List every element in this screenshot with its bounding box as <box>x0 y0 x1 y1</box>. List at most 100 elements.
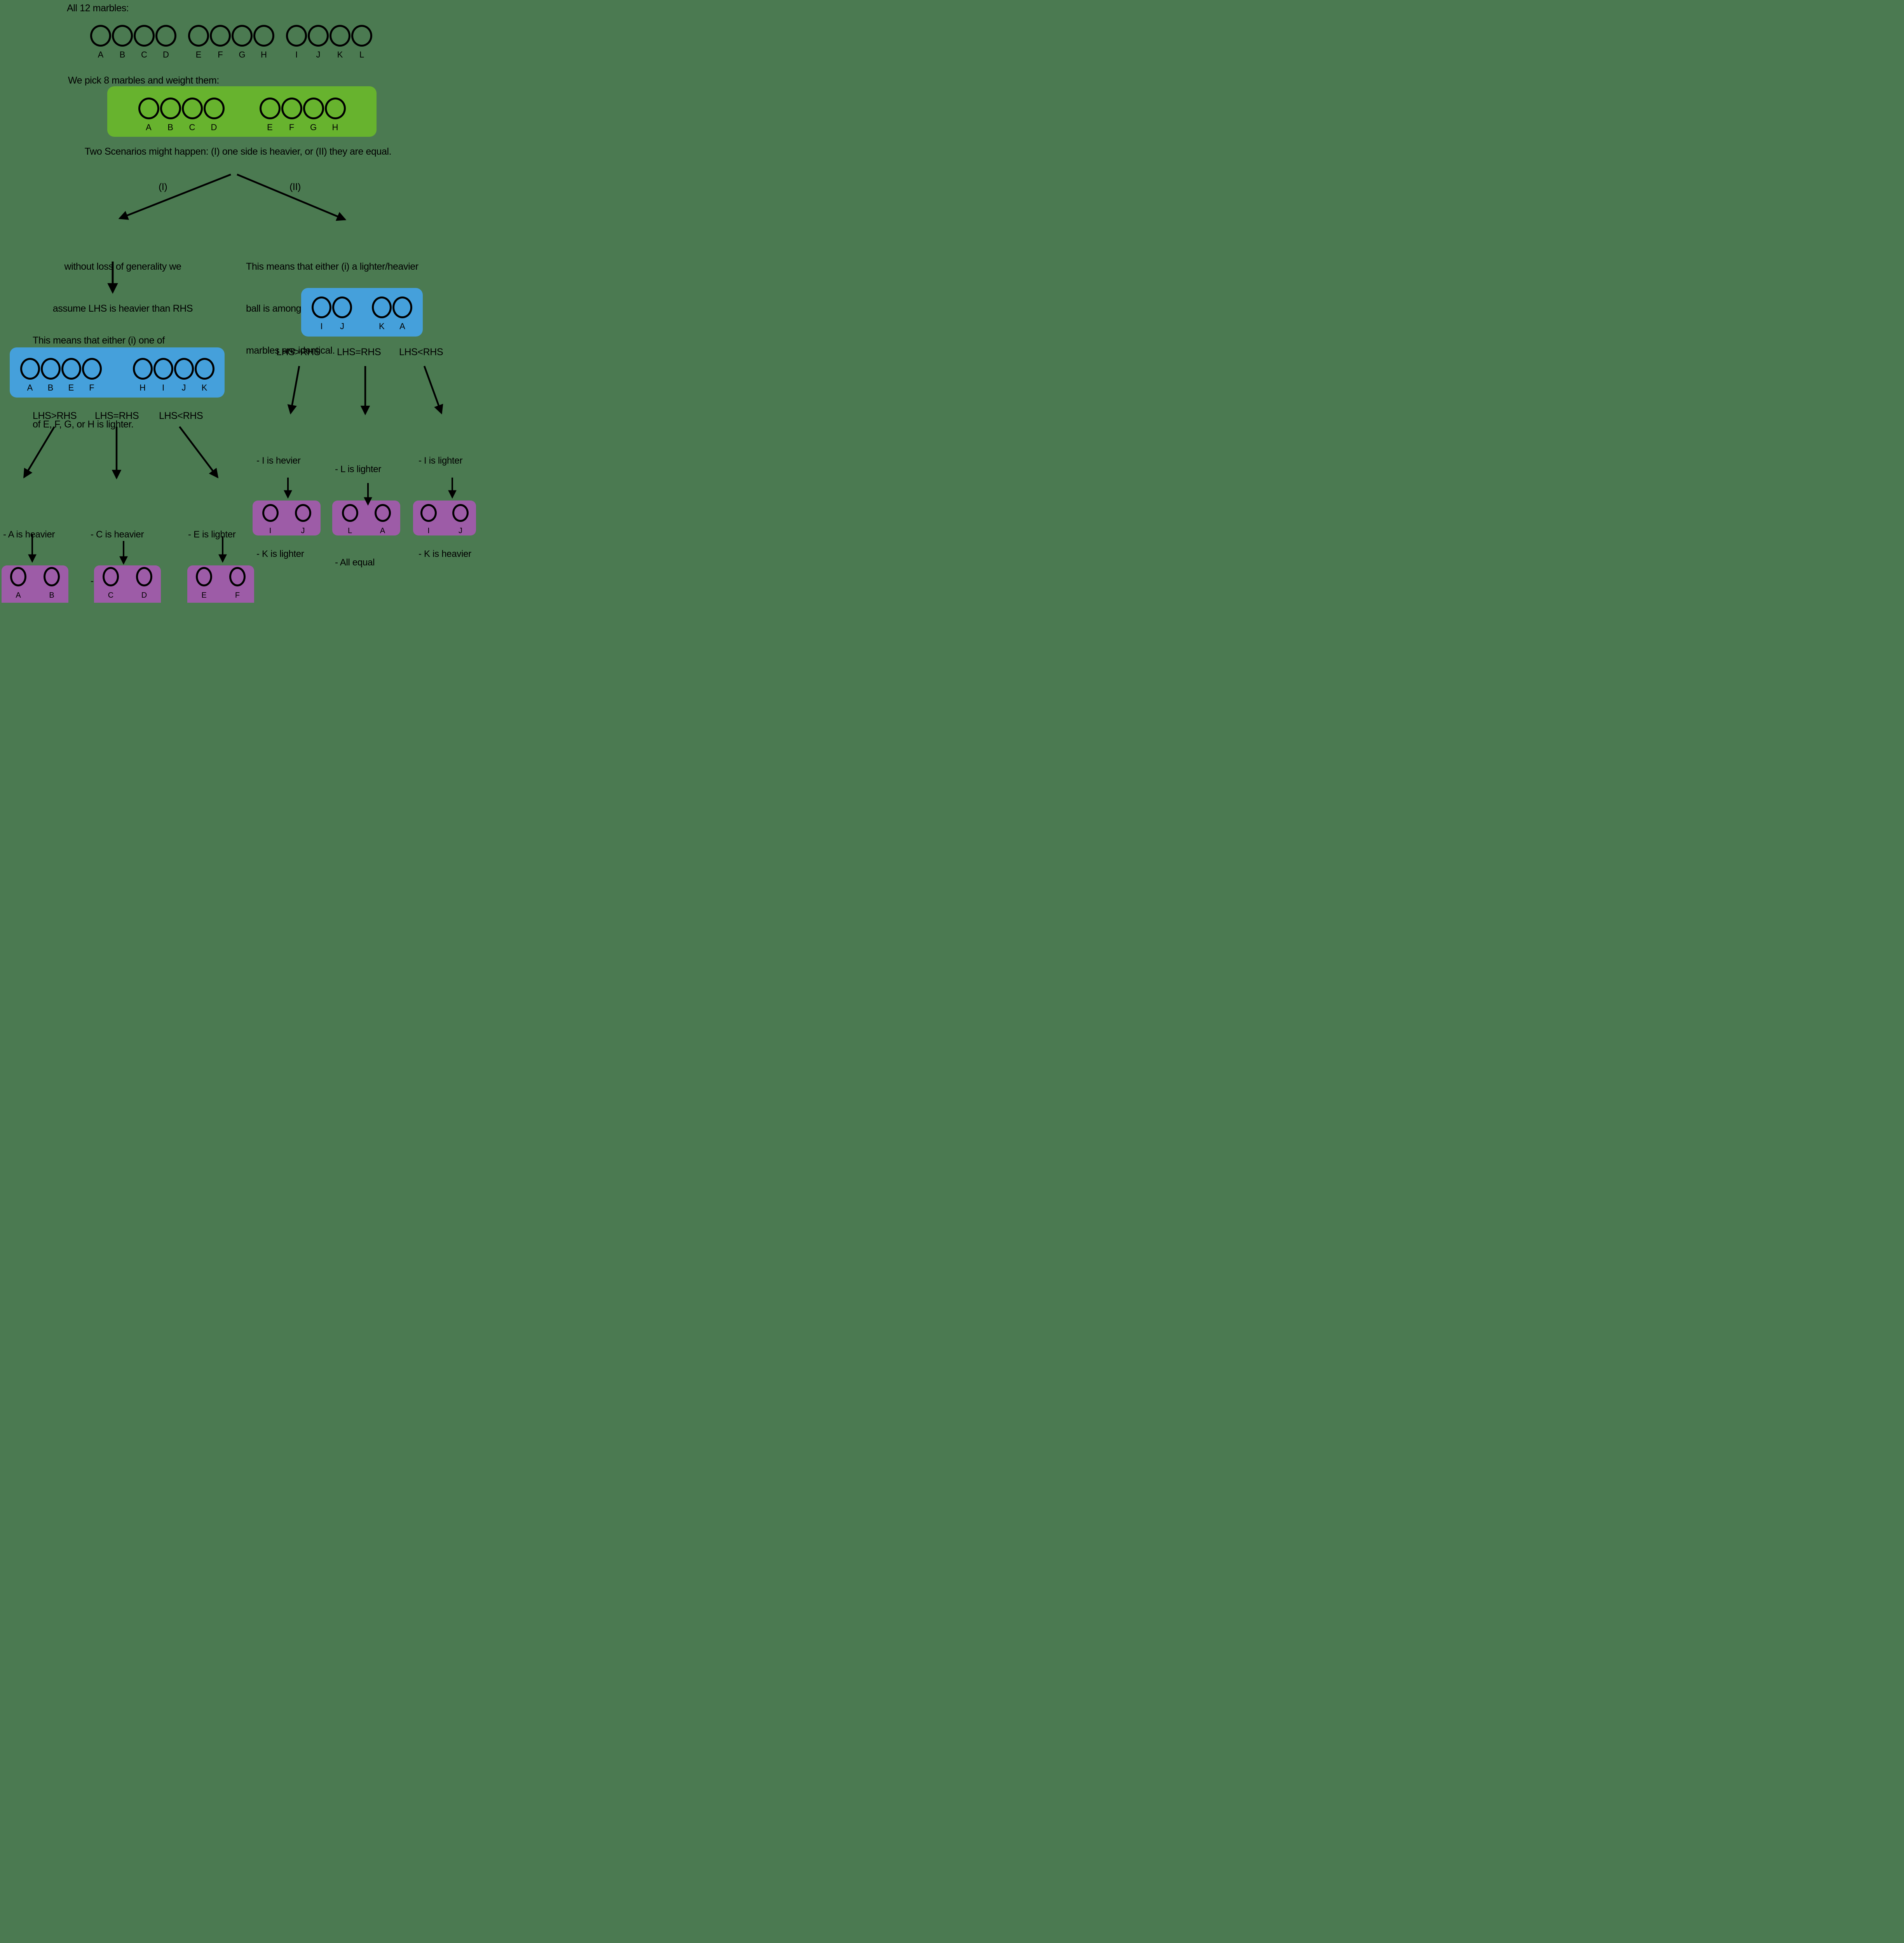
marble-circle <box>262 504 279 522</box>
marble-b: B <box>40 358 61 398</box>
marble-a: A <box>138 98 159 137</box>
marble-i: I <box>286 25 307 60</box>
marble-i: I <box>420 504 437 535</box>
marble-circle <box>308 25 329 47</box>
marble-a: A <box>20 358 40 398</box>
marble-label: A <box>27 383 33 392</box>
marble-label: F <box>289 122 295 132</box>
marble-label: J <box>459 527 462 535</box>
marble-g: G <box>303 98 324 137</box>
result-box-right-3: I J <box>413 501 476 535</box>
marble-circle <box>20 358 40 380</box>
marble-e: E <box>259 98 281 137</box>
marble-circle <box>194 358 214 380</box>
marble-circle <box>112 25 133 47</box>
marble-circle <box>10 567 26 586</box>
implication-line: This means that either (i) one of <box>33 335 165 346</box>
marble-circle <box>286 25 307 47</box>
implication-line: This means that either (i) a lighter/hea… <box>246 261 418 272</box>
marble-e: E <box>188 25 209 60</box>
marble-circle <box>281 98 302 119</box>
case-line: - K is lighter <box>256 549 304 559</box>
marble-b: B <box>112 25 133 60</box>
marble-j: J <box>332 297 352 337</box>
marble-circle <box>374 504 391 522</box>
marble-label: D <box>163 50 169 59</box>
marble-f: F <box>281 98 302 137</box>
result-box-left-3: E F <box>187 565 254 603</box>
marble-l: L <box>351 25 372 60</box>
branch-label-I: (I) <box>159 181 167 192</box>
left-outcome-lt: LHS<RHS <box>159 410 203 421</box>
marble-circle <box>136 567 152 586</box>
left-outcome-eq: LHS=RHS <box>95 410 139 421</box>
marble-f: F <box>229 567 246 603</box>
marble-label: E <box>68 383 74 392</box>
marble-label: H <box>332 122 338 132</box>
marble-label: B <box>119 50 126 59</box>
marble-label: E <box>201 591 207 600</box>
title-all-marbles: All 12 marbles: <box>67 3 129 14</box>
marble-circle <box>138 98 159 119</box>
marble-label: A <box>98 50 104 59</box>
marble-label: L <box>359 50 364 59</box>
marble-group-abcd: A B C D <box>90 25 176 60</box>
marble-circle <box>203 98 225 119</box>
marble-d: D <box>136 567 152 603</box>
marble-circle <box>303 98 324 119</box>
marble-h: H <box>324 98 346 137</box>
diagram-page: All 12 marbles: A B C D E F G H I J K L … <box>0 0 476 603</box>
marble-label: J <box>301 527 305 535</box>
marble-circle <box>420 504 437 522</box>
marble-a: A <box>10 567 26 603</box>
marble-circle <box>181 98 203 119</box>
marble-label: B <box>47 383 54 392</box>
marble-circle <box>312 297 331 318</box>
marble-label: C <box>108 591 114 600</box>
case-line: - C is heavier <box>91 529 144 540</box>
marble-h: H <box>253 25 274 60</box>
marble-e: E <box>196 567 212 603</box>
result-box-left-1: A B <box>2 565 68 603</box>
marble-k: K <box>194 358 214 398</box>
right-outcome-gt: LHS>RHS <box>276 347 321 358</box>
marble-label: L <box>347 527 352 535</box>
marble-label: I <box>427 527 430 535</box>
marble-label: B <box>49 591 54 600</box>
weigh-lhs-group: A B E F <box>20 358 102 398</box>
marble-label: C <box>141 50 147 59</box>
marble-circle <box>392 297 412 318</box>
marble-circle <box>210 25 231 47</box>
marble-circle <box>44 567 60 586</box>
marble-circle <box>259 98 281 119</box>
left-outcome-gt: LHS>RHS <box>33 410 77 421</box>
marble-b: B <box>160 98 181 137</box>
marble-k: K <box>372 297 392 337</box>
assumption-line: assume LHS is heavier than RHS <box>52 303 193 314</box>
marble-label: A <box>399 321 405 331</box>
marble-circle <box>155 25 176 47</box>
marble-circle <box>153 358 173 380</box>
weigh-rhs-group: E F G H <box>259 98 346 137</box>
marble-label: E <box>195 50 202 59</box>
marble-label: F <box>218 50 223 59</box>
result-box-right-2: L A <box>332 501 400 535</box>
marble-circle <box>232 25 253 47</box>
marble-i: I <box>153 358 173 398</box>
case-line: - E is lighter <box>188 529 236 540</box>
marble-label: F <box>235 591 240 600</box>
marble-label: H <box>139 383 146 392</box>
weigh-lhs-group: A B C D <box>138 98 225 137</box>
marble-circle <box>229 567 246 586</box>
weigh-box-left: A B E F H I J K <box>10 347 225 398</box>
weigh-lhs-group: I J <box>312 297 352 337</box>
case-line: - I is lighter <box>418 455 463 466</box>
marble-circle <box>253 25 274 47</box>
assumption-line: without loss of generality we <box>64 261 181 272</box>
marble-circle <box>134 25 155 47</box>
case-line: - I is hevier <box>256 455 301 466</box>
marble-label: K <box>201 383 207 392</box>
branch-label-II: (II) <box>289 181 301 192</box>
marble-i: I <box>262 504 279 535</box>
marble-label: A <box>146 122 152 132</box>
